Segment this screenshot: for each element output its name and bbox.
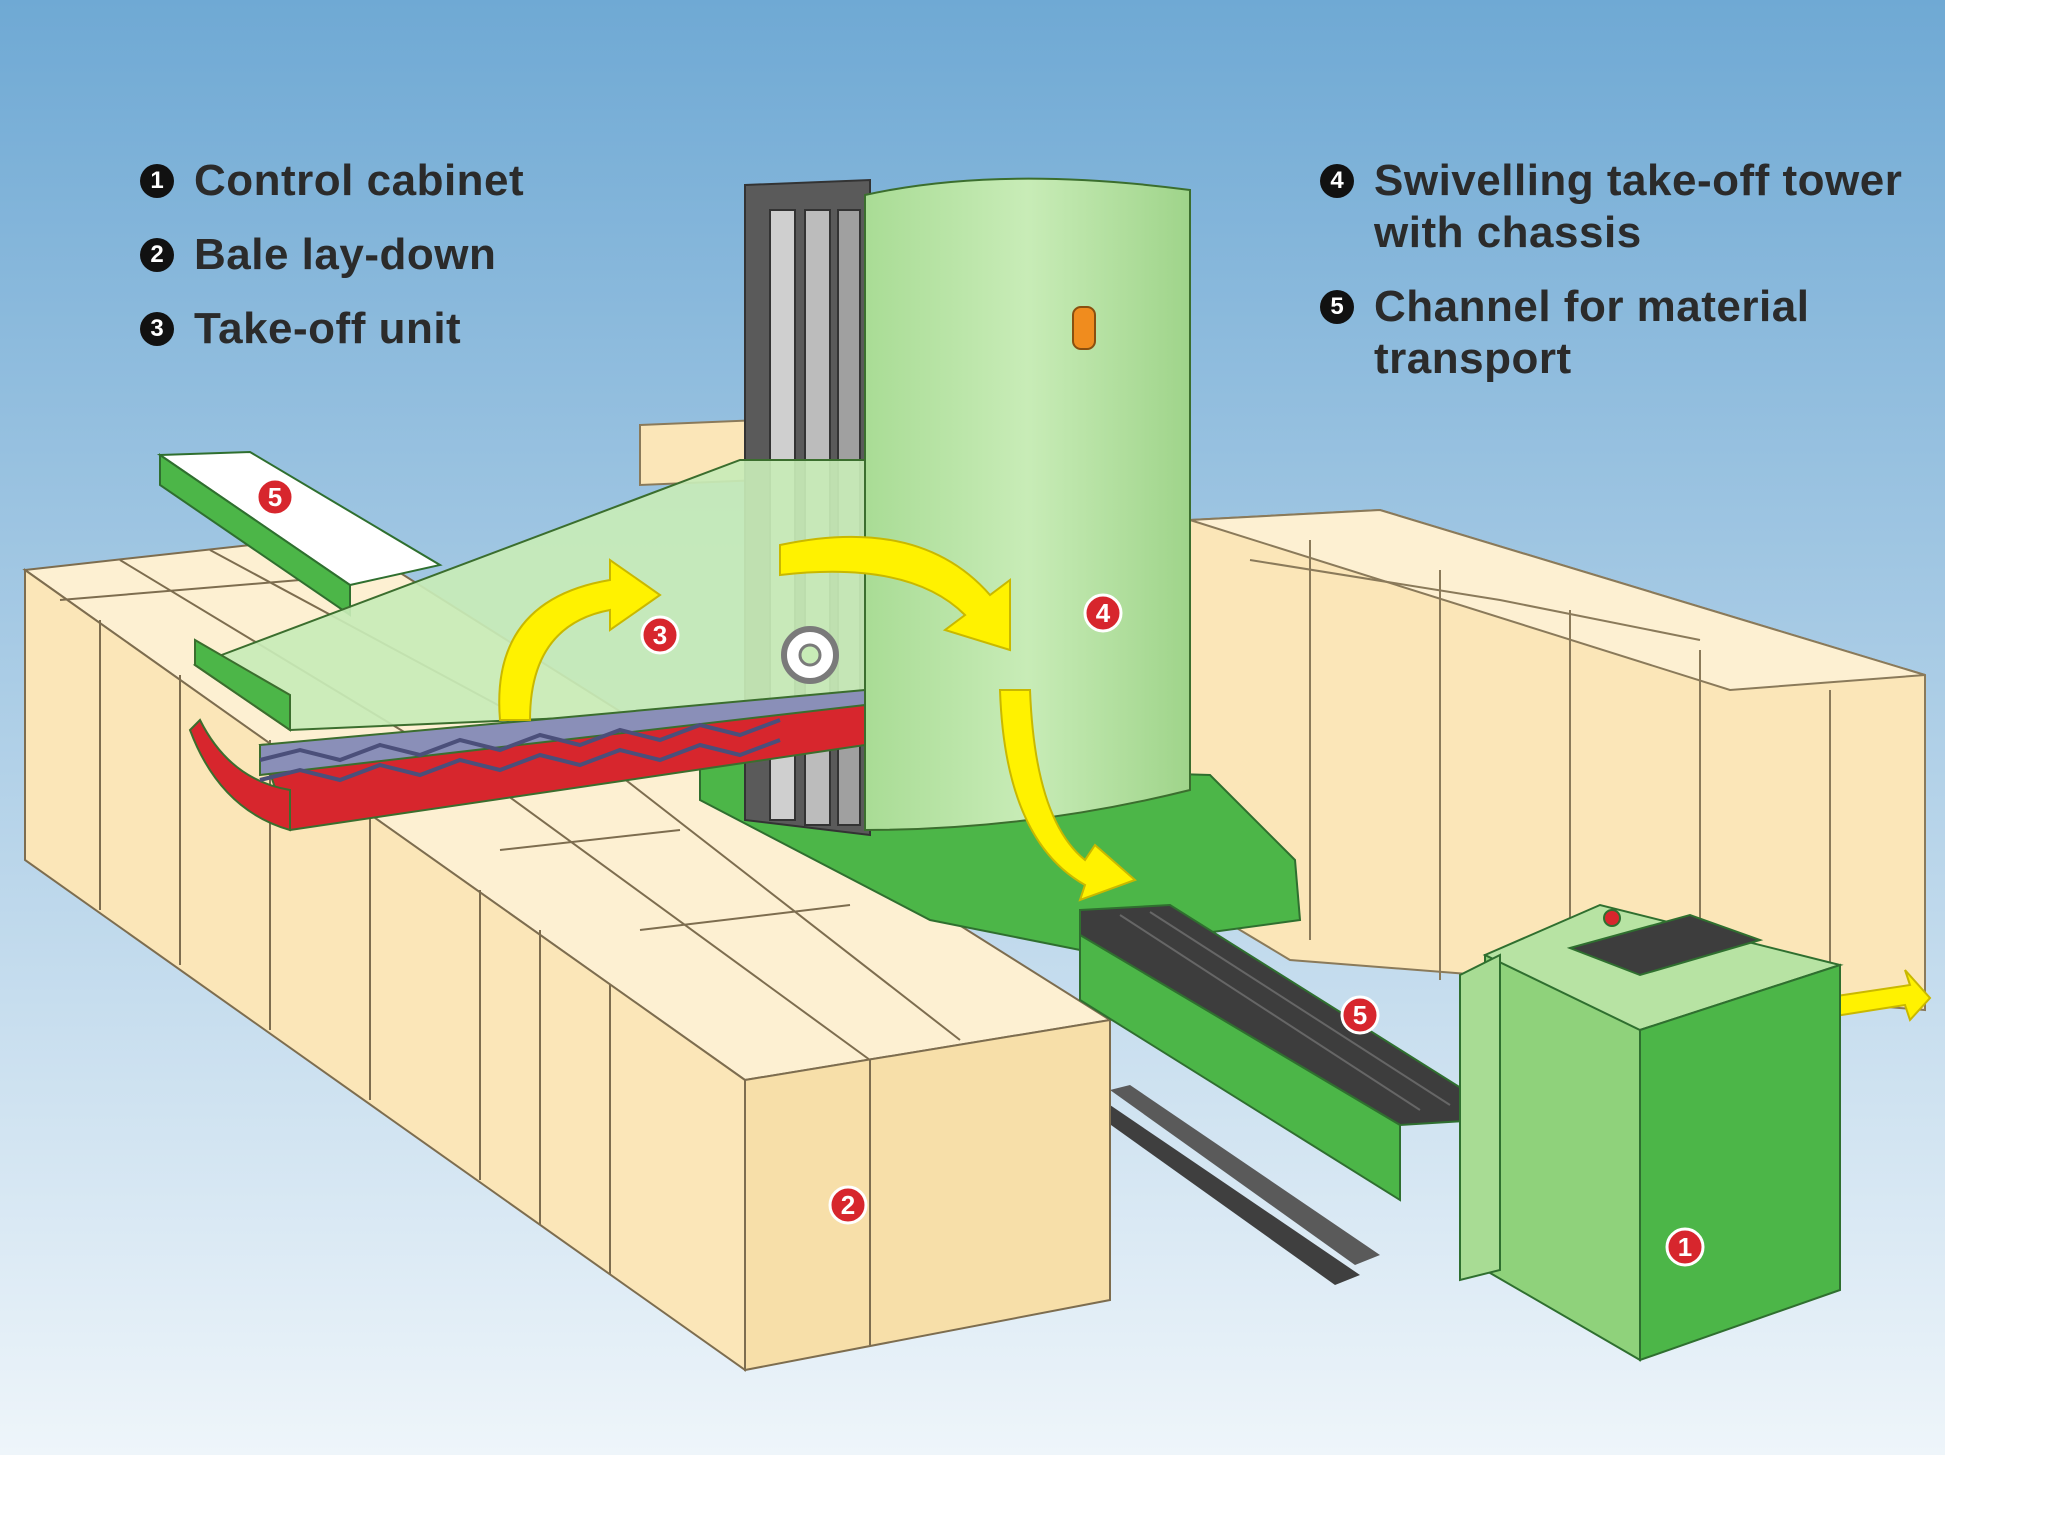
svg-text:2: 2 xyxy=(841,1190,855,1220)
control-panel-display xyxy=(1566,913,1764,977)
legend-number: 3 xyxy=(140,312,174,346)
legend-item-channel: 5 Channel for material transport xyxy=(1320,281,1902,385)
control-emergency-button xyxy=(1603,909,1621,927)
marker-bale-laydown: 2 xyxy=(828,1185,868,1225)
legend-item-control-cabinet: 1 Control cabinet xyxy=(140,155,524,207)
legend-number: 2 xyxy=(140,238,174,272)
bale-row-back-right xyxy=(1189,508,1926,1012)
legend-item-tower: 4 Swivelling take-off tower with chassis xyxy=(1320,155,1902,259)
svg-text:1: 1 xyxy=(1678,1232,1692,1262)
legend-label: Control cabinet xyxy=(194,156,525,205)
arrow-into-tower xyxy=(779,535,1011,652)
legend-label: Bale lay-down xyxy=(194,230,497,279)
legend-number: 1 xyxy=(140,164,174,198)
marker-control-cabinet: 1 xyxy=(1665,1227,1705,1267)
marker-tower: 4 xyxy=(1083,593,1123,633)
diagram-markers: 1 2 3 4 5 5 xyxy=(255,477,1705,1267)
rail-track xyxy=(1090,1085,1380,1285)
takeoff-unit xyxy=(188,459,866,832)
legend-label: Swivelling take-off tower with chassis xyxy=(1374,156,1903,257)
arrow-down-tower xyxy=(998,689,1137,902)
marker-channel-left: 5 xyxy=(255,477,295,517)
channel-left xyxy=(156,450,443,617)
takeoff-rotor xyxy=(259,718,781,783)
marker-takeoff-unit: 3 xyxy=(640,615,680,655)
svg-text:3: 3 xyxy=(653,620,667,650)
tower xyxy=(864,177,1191,832)
svg-text:5: 5 xyxy=(268,482,282,512)
marker-channel-front: 5 xyxy=(1340,995,1380,1035)
legend-number: 5 xyxy=(1320,290,1354,324)
legend-left: 1 Control cabinet 2 Bale lay-down 3 Take… xyxy=(140,155,524,377)
legend-item-takeoff-unit: 3 Take-off unit xyxy=(140,303,524,355)
svg-text:5: 5 xyxy=(1353,1000,1367,1030)
tower-indicator-lamp xyxy=(1072,306,1096,350)
legend-label: Channel for material transport xyxy=(1374,282,1810,383)
legend-number: 4 xyxy=(1320,164,1354,198)
arrow-takeoff-up xyxy=(498,558,662,721)
legend-item-bale-laydown: 2 Bale lay-down xyxy=(140,229,524,281)
legend-label: Take-off unit xyxy=(194,304,462,353)
legend-right: 4 Swivelling take-off tower with chassis… xyxy=(1320,155,1902,407)
svg-text:4: 4 xyxy=(1096,598,1111,628)
